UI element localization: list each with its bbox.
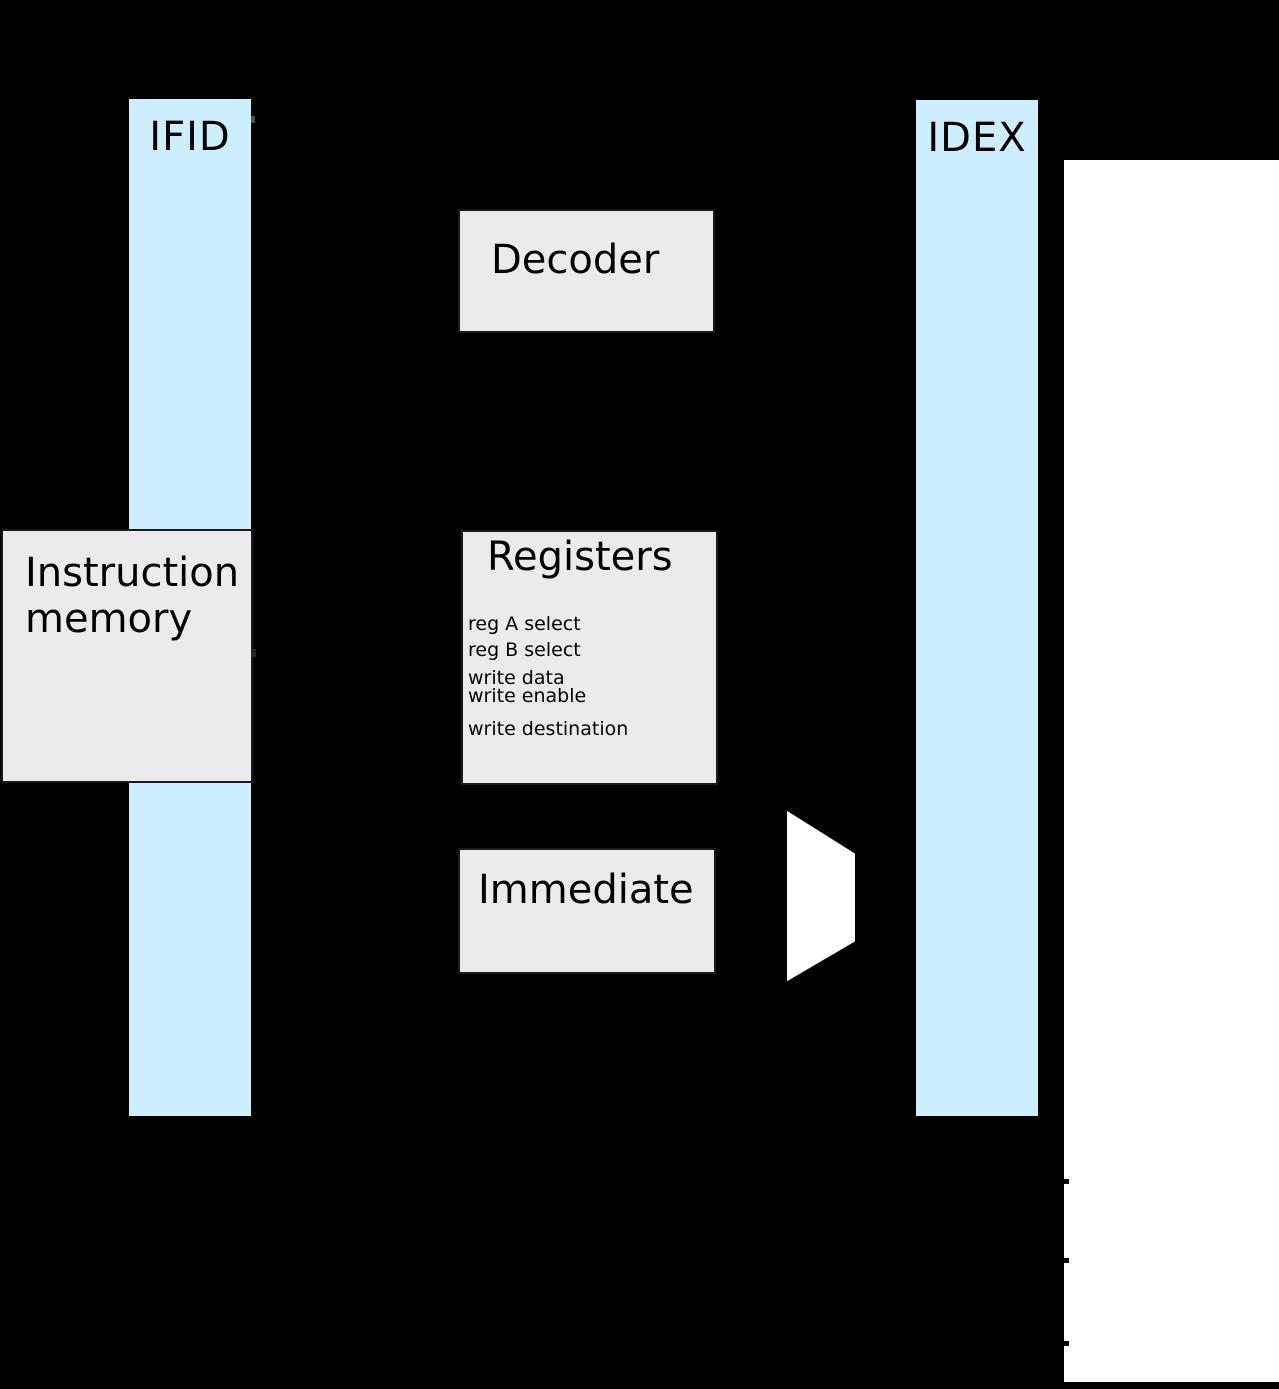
idex-label: IDEX [927, 115, 1027, 161]
instruction-memory-label-line2: memory [25, 596, 193, 642]
registers-port-reg-a-select: reg A select [468, 613, 581, 635]
wire-stub [1064, 1341, 1069, 1346]
instruction-memory-block: Instruction memory [1, 529, 253, 783]
registers-title: Registers [487, 534, 673, 580]
decoder-label: Decoder [491, 237, 660, 283]
wire-stub [251, 649, 256, 657]
wire-stub [1064, 1258, 1069, 1263]
ifid-label: IFID [149, 114, 231, 160]
registers-port-write-destination: write destination [468, 718, 629, 740]
pipeline-register-idex: IDEX [914, 98, 1040, 1118]
mux-trapezoid [785, 807, 857, 985]
immediate-block: Immediate [458, 848, 716, 974]
right-white-panel [1064, 160, 1279, 1382]
registers-port-write-enable: write enable [468, 685, 587, 707]
wire-stub [1064, 1179, 1069, 1184]
immediate-label: Immediate [478, 867, 694, 913]
registers-port-reg-b-select: reg B select [468, 639, 581, 661]
decoder-block: Decoder [458, 209, 715, 333]
registers-block: Registers reg A select reg B select writ… [461, 530, 718, 785]
wire-stub [251, 116, 255, 123]
mux-shape [785, 807, 857, 985]
instruction-memory-label-line1: Instruction [25, 550, 240, 596]
registers-port-write-data: write data [468, 667, 565, 689]
